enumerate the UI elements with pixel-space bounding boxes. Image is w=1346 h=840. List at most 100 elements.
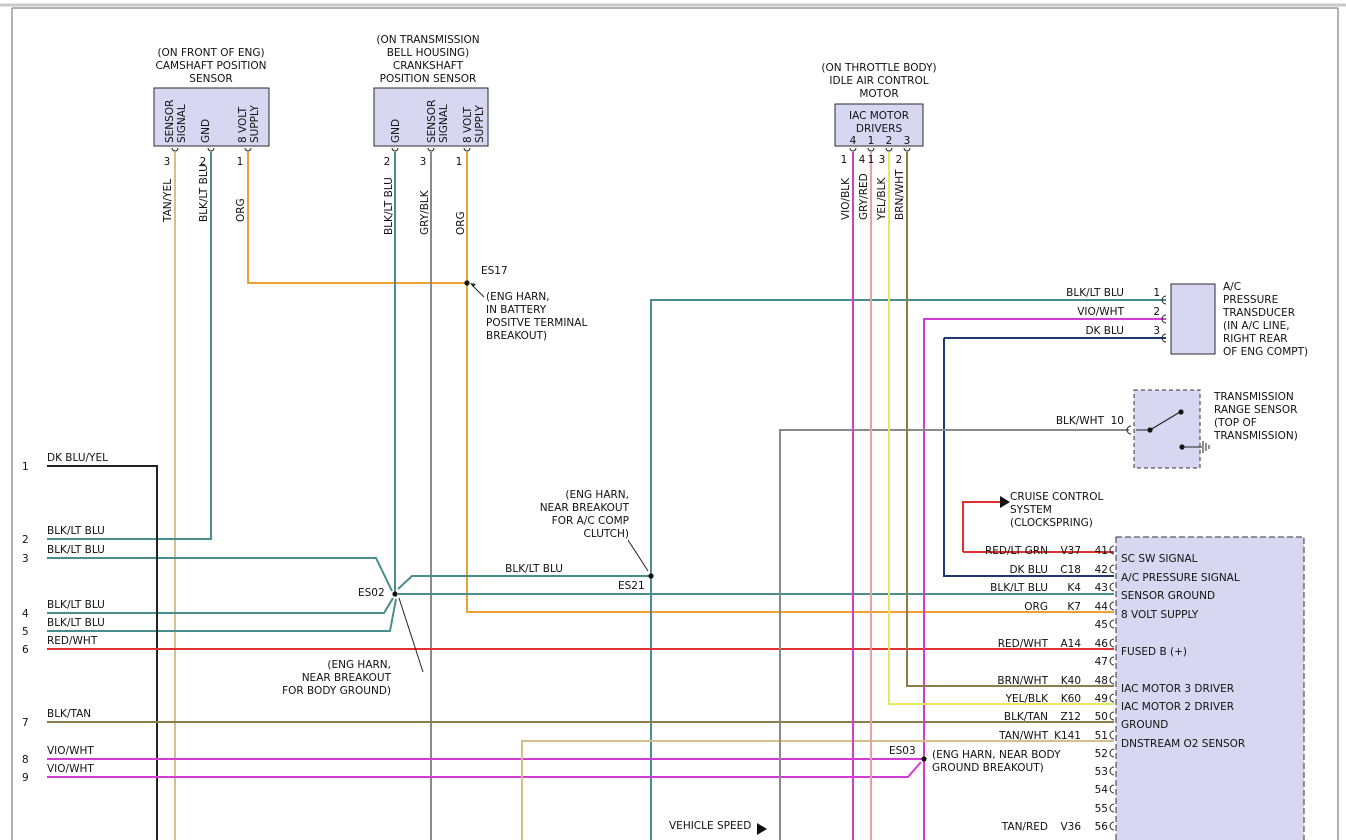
pcm-function-label: GROUND bbox=[1121, 719, 1168, 731]
pcm-circuit-code: K40 bbox=[1061, 675, 1081, 687]
pcm-function-label: 8 VOLT SUPPLY bbox=[1121, 609, 1199, 621]
pcm-wire-label: RED/LT GRN bbox=[985, 545, 1048, 557]
wire-left-3 bbox=[47, 557, 393, 592]
cam-pin-num: 2 bbox=[200, 156, 207, 168]
pcm-function-label: IAC MOTOR 3 DRIVER bbox=[1121, 683, 1234, 695]
iac-pin-cup bbox=[867, 147, 875, 152]
iac-wire-label: YEL/BLK bbox=[876, 177, 888, 221]
trs-switch-arm bbox=[1149, 411, 1181, 431]
es02-name: ES02 bbox=[358, 587, 385, 599]
cam-pin-num: 3 bbox=[164, 156, 171, 168]
cam-wire-label: TAN/YEL bbox=[162, 179, 174, 223]
crank-pin-cup bbox=[427, 147, 435, 152]
left-wire-label: VIO/WHT bbox=[47, 745, 94, 757]
crank-pin-num: 3 bbox=[420, 156, 427, 168]
left-pin-num: 1 bbox=[22, 461, 29, 473]
pcm-circuit-code: Z12 bbox=[1060, 711, 1081, 723]
es03-name: ES03 bbox=[889, 745, 916, 757]
cam-pin-num: 1 bbox=[237, 156, 244, 168]
es17-note-line-3: BREAKOUT) bbox=[486, 330, 547, 342]
wire-cam-ground bbox=[47, 152, 212, 540]
splice-es17-dot bbox=[464, 280, 470, 286]
left-pin-num: 4 bbox=[22, 608, 29, 620]
iac-wire-label: VIO/BLK bbox=[840, 177, 852, 220]
pcm-pin-num: 51 bbox=[1095, 730, 1108, 742]
cam-wire-label: BLK/LT BLU bbox=[198, 164, 210, 222]
left-pin-num: 2 bbox=[22, 534, 29, 546]
wire-crank-supply bbox=[466, 152, 1114, 613]
cruise-arrow bbox=[1000, 496, 1010, 508]
es21-note-line-0: (ENG HARN, bbox=[565, 489, 629, 501]
crank-pin-label: SENSOR bbox=[426, 100, 438, 143]
iac-box-label-line-1: DRIVERS bbox=[856, 123, 903, 135]
pcm-wire-label: ORG bbox=[1024, 601, 1048, 613]
es02-note-line-1: NEAR BREAKOUT bbox=[302, 672, 392, 684]
wire-left-5 bbox=[47, 598, 397, 632]
left-wire-label: BLK/LT BLU bbox=[47, 544, 105, 556]
pcm-pin-cup bbox=[1109, 748, 1115, 758]
splice-es03-dot bbox=[921, 756, 927, 762]
iac-pin-num: 1 bbox=[841, 154, 848, 166]
es02-es21-wire-label: BLK/LT BLU bbox=[505, 563, 563, 575]
wire-left-9 bbox=[47, 761, 922, 778]
pcm-circuit-code: C18 bbox=[1060, 564, 1081, 576]
ac-pin-num: 1 bbox=[1153, 287, 1160, 299]
crank-sensor-caption-line-2: CRANKSHAFT bbox=[393, 60, 464, 72]
left-pin-num: 3 bbox=[22, 553, 29, 565]
pcm-pin-num: 42 bbox=[1095, 564, 1108, 576]
ac-pin-cup bbox=[1161, 314, 1167, 324]
left-wire-label: BLK/LT BLU bbox=[47, 617, 105, 629]
trs-wire-label: BLK/WHT bbox=[1056, 415, 1105, 427]
pcm-pin-cup bbox=[1109, 619, 1115, 629]
es02-note-line-2: FOR BODY GROUND) bbox=[282, 685, 391, 697]
ac-transducer-caption-line-0: A/C bbox=[1223, 281, 1241, 293]
left-pin-num: 7 bbox=[22, 717, 29, 729]
iac-box-pin-num: 4 bbox=[850, 135, 857, 147]
left-wire-label: BLK/LT BLU bbox=[47, 599, 105, 611]
iac-caption-line-0: (ON THROTTLE BODY) bbox=[821, 62, 936, 74]
wire-left-4 bbox=[47, 597, 394, 614]
pcm-circuit-code: A14 bbox=[1060, 638, 1081, 650]
ac-pin-num: 2 bbox=[1153, 306, 1160, 318]
pcm-pin-cup bbox=[1109, 675, 1115, 685]
crank-pin-num: 2 bbox=[384, 156, 391, 168]
pcm-pin-num: 41 bbox=[1095, 545, 1108, 557]
iac-pin-num: 4 bbox=[859, 154, 866, 166]
es17-note-line-0: (ENG HARN, bbox=[486, 291, 550, 303]
es02-note-line-0: (ENG HARN, bbox=[327, 659, 391, 671]
crank-wire-label: GRY/BLK bbox=[419, 189, 431, 235]
cruise-caption-line-0: CRUISE CONTROL bbox=[1010, 491, 1103, 503]
pcm-pin-num: 47 bbox=[1095, 656, 1108, 668]
ac-transducer-box bbox=[1170, 283, 1216, 355]
es21-note-line-1: NEAR BREAKOUT bbox=[540, 502, 630, 514]
cam-sensor-caption-line-2: SENSOR bbox=[189, 73, 232, 85]
pcm-pin-cup bbox=[1109, 545, 1115, 555]
es21-note-line-3: CLUTCH) bbox=[584, 528, 629, 540]
pcm-wire-label: BRN/WHT bbox=[997, 675, 1048, 687]
crank-sensor-caption-line-0: (ON TRANSMISSION bbox=[376, 34, 479, 46]
pcm-circuit-code: K7 bbox=[1067, 601, 1081, 613]
pcm-wire-label: BLK/TAN bbox=[1004, 711, 1048, 723]
label-layer: (ON FRONT OF ENG)CAMSHAFT POSITIONSENSOR… bbox=[22, 34, 1308, 833]
pcm-pin-num: 52 bbox=[1095, 748, 1108, 760]
left-pin-num: 5 bbox=[22, 626, 29, 638]
pcm-pin-num: 50 bbox=[1095, 711, 1108, 723]
pcm-pin-cup bbox=[1109, 601, 1115, 611]
crank-wire-label: ORG bbox=[455, 211, 467, 235]
iac-pin-cup bbox=[903, 147, 911, 152]
es17-leader bbox=[471, 284, 485, 298]
wire-ac-ground bbox=[650, 299, 1166, 840]
ac-transducer-caption-line-5: OF ENG COMPT) bbox=[1223, 346, 1308, 358]
crank-pin-cup bbox=[463, 147, 471, 152]
ac-transducer-caption-line-2: TRANSDUCER bbox=[1222, 307, 1295, 319]
wire-es02-es21 bbox=[397, 575, 651, 590]
pcm-pin-num: 48 bbox=[1095, 675, 1108, 687]
pcm-pin-cup bbox=[1109, 711, 1115, 721]
left-wire-label: BLK/LT BLU bbox=[47, 525, 105, 537]
trs-switch-contact bbox=[1178, 409, 1184, 415]
cam-pin-label: GND bbox=[200, 119, 212, 143]
splice-es02-dot bbox=[392, 591, 398, 597]
pcm-wire-label: BLK/LT BLU bbox=[990, 582, 1048, 594]
pcm-pin-cup bbox=[1109, 693, 1115, 703]
wire-iac-yel-blk bbox=[888, 152, 1114, 705]
